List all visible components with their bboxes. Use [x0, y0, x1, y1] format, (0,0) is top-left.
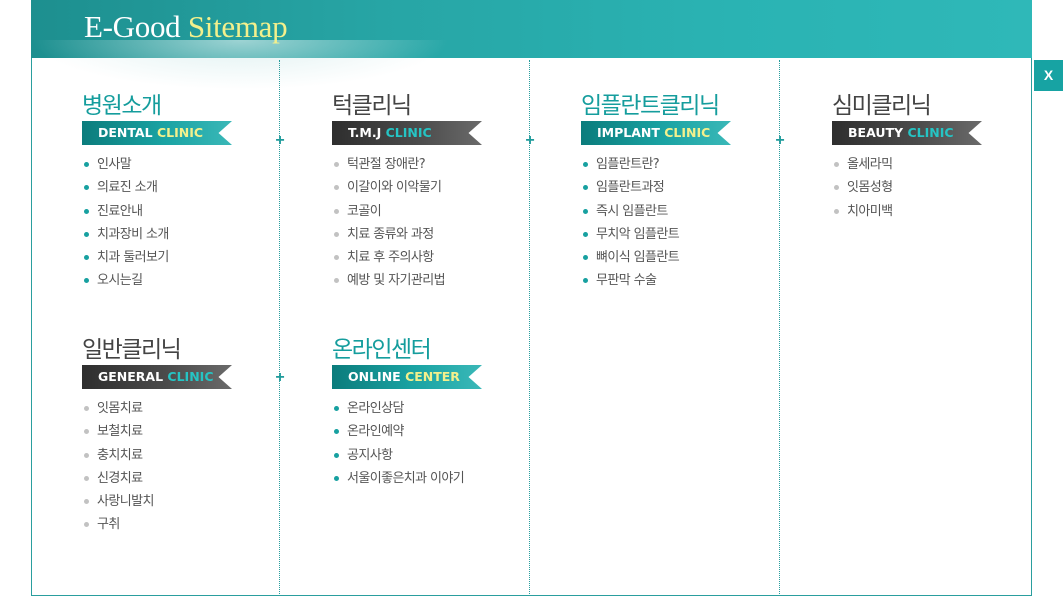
sitemap-frame [31, 0, 1032, 596]
section-tmj-clinic: 턱클리닉 T.M.J CLINIC 턱관절 장애란? 이갈이와 이악물기 코골이… [332, 93, 552, 296]
menu-item[interactable]: 치과장비 소개 [82, 226, 302, 249]
section-beauty-clinic: 심미클리닉 BEAUTY CLINIC 올세라믹 잇몸성형 치아미백 [832, 93, 1052, 226]
section-ribbon: BEAUTY CLINIC [832, 121, 982, 145]
plus-icon: + [525, 132, 535, 149]
section-menu: 올세라믹 잇몸성형 치아미백 [832, 156, 1052, 226]
section-ribbon: T.M.J CLINIC [332, 121, 482, 145]
section-ribbon: DENTAL CLINIC [82, 121, 232, 145]
close-button[interactable]: X [1034, 60, 1063, 91]
menu-item[interactable]: 임플란트과정 [581, 179, 801, 202]
menu-item[interactable]: 치과 둘러보기 [82, 249, 302, 272]
menu-item[interactable]: 보철치료 [82, 423, 302, 446]
menu-item[interactable]: 사랑니발치 [82, 493, 302, 516]
menu-item[interactable]: 치료 종류와 과정 [332, 226, 552, 249]
menu-item[interactable]: 온라인예약 [332, 423, 552, 446]
section-menu: 인사말 의료진 소개 진료안내 치과장비 소개 치과 둘러보기 오시는길 [82, 156, 302, 296]
menu-item[interactable]: 이갈이와 이악물기 [332, 179, 552, 202]
menu-item[interactable]: 무치악 임플란트 [581, 226, 801, 249]
title-main: E-Good [84, 9, 181, 44]
plus-icon: + [775, 132, 785, 149]
section-title[interactable]: 병원소개 [82, 93, 162, 119]
column-divider [279, 60, 280, 596]
section-implant-clinic: 임플란트클리닉 IMPLANT CLINIC 임플란트란? 임플란트과정 즉시 … [581, 93, 801, 296]
section-title[interactable]: 일반클리닉 [82, 337, 182, 363]
section-ribbon: IMPLANT CLINIC [581, 121, 731, 145]
menu-item[interactable]: 즉시 임플란트 [581, 203, 801, 226]
column-divider [529, 60, 530, 596]
menu-item[interactable]: 치아미백 [832, 203, 1052, 226]
section-online-center: 온라인센터 ONLINE CENTER 온라인상담 온라인예약 공지사항 서울이… [332, 337, 552, 493]
menu-item[interactable]: 코골이 [332, 203, 552, 226]
section-menu: 턱관절 장애란? 이갈이와 이악물기 코골이 치료 종류와 과정 치료 후 주의… [332, 156, 552, 296]
menu-item[interactable]: 올세라믹 [832, 156, 1052, 179]
menu-item[interactable]: 신경치료 [82, 470, 302, 493]
section-title[interactable]: 온라인센터 [332, 337, 432, 363]
menu-item[interactable]: 잇몸성형 [832, 179, 1052, 202]
section-ribbon: ONLINE CENTER [332, 365, 482, 389]
menu-item[interactable]: 서울이좋은치과 이야기 [332, 470, 552, 493]
section-title[interactable]: 턱클리닉 [332, 93, 412, 119]
menu-item[interactable]: 충치치료 [82, 447, 302, 470]
menu-item[interactable]: 의료진 소개 [82, 179, 302, 202]
section-menu: 임플란트란? 임플란트과정 즉시 임플란트 무치악 임플란트 뼈이식 임플란트 … [581, 156, 801, 296]
menu-item[interactable]: 무판막 수술 [581, 272, 801, 295]
menu-item[interactable]: 임플란트란? [581, 156, 801, 179]
title-accent: Sitemap [187, 9, 288, 44]
section-menu: 잇몸치료 보철치료 충치치료 신경치료 사랑니발치 구취 [82, 400, 302, 540]
plus-icon: + [275, 132, 285, 149]
menu-item[interactable]: 치료 후 주의사항 [332, 249, 552, 272]
section-general-clinic: 일반클리닉 GENERAL CLINIC 잇몸치료 보철치료 충치치료 신경치료… [82, 337, 302, 540]
section-title[interactable]: 임플란트클리닉 [581, 93, 720, 119]
menu-item[interactable]: 잇몸치료 [82, 400, 302, 423]
menu-item[interactable]: 진료안내 [82, 203, 302, 226]
menu-item[interactable]: 공지사항 [332, 447, 552, 470]
plus-icon: + [275, 369, 285, 386]
column-divider [779, 60, 780, 596]
menu-item[interactable]: 온라인상담 [332, 400, 552, 423]
menu-item[interactable]: 턱관절 장애란? [332, 156, 552, 179]
section-ribbon: GENERAL CLINIC [82, 365, 232, 389]
menu-item[interactable]: 구취 [82, 516, 302, 539]
menu-item[interactable]: 인사말 [82, 156, 302, 179]
section-dental-clinic: 병원소개 DENTAL CLINIC 인사말 의료진 소개 진료안내 치과장비 … [82, 93, 302, 296]
section-title[interactable]: 심미클리닉 [832, 93, 932, 119]
menu-item[interactable]: 오시는길 [82, 272, 302, 295]
menu-item[interactable]: 뼈이식 임플란트 [581, 249, 801, 272]
menu-item[interactable]: 예방 및 자기관리법 [332, 272, 552, 295]
section-menu: 온라인상담 온라인예약 공지사항 서울이좋은치과 이야기 [332, 400, 552, 493]
page-title: E-Good Sitemap [84, 9, 288, 45]
